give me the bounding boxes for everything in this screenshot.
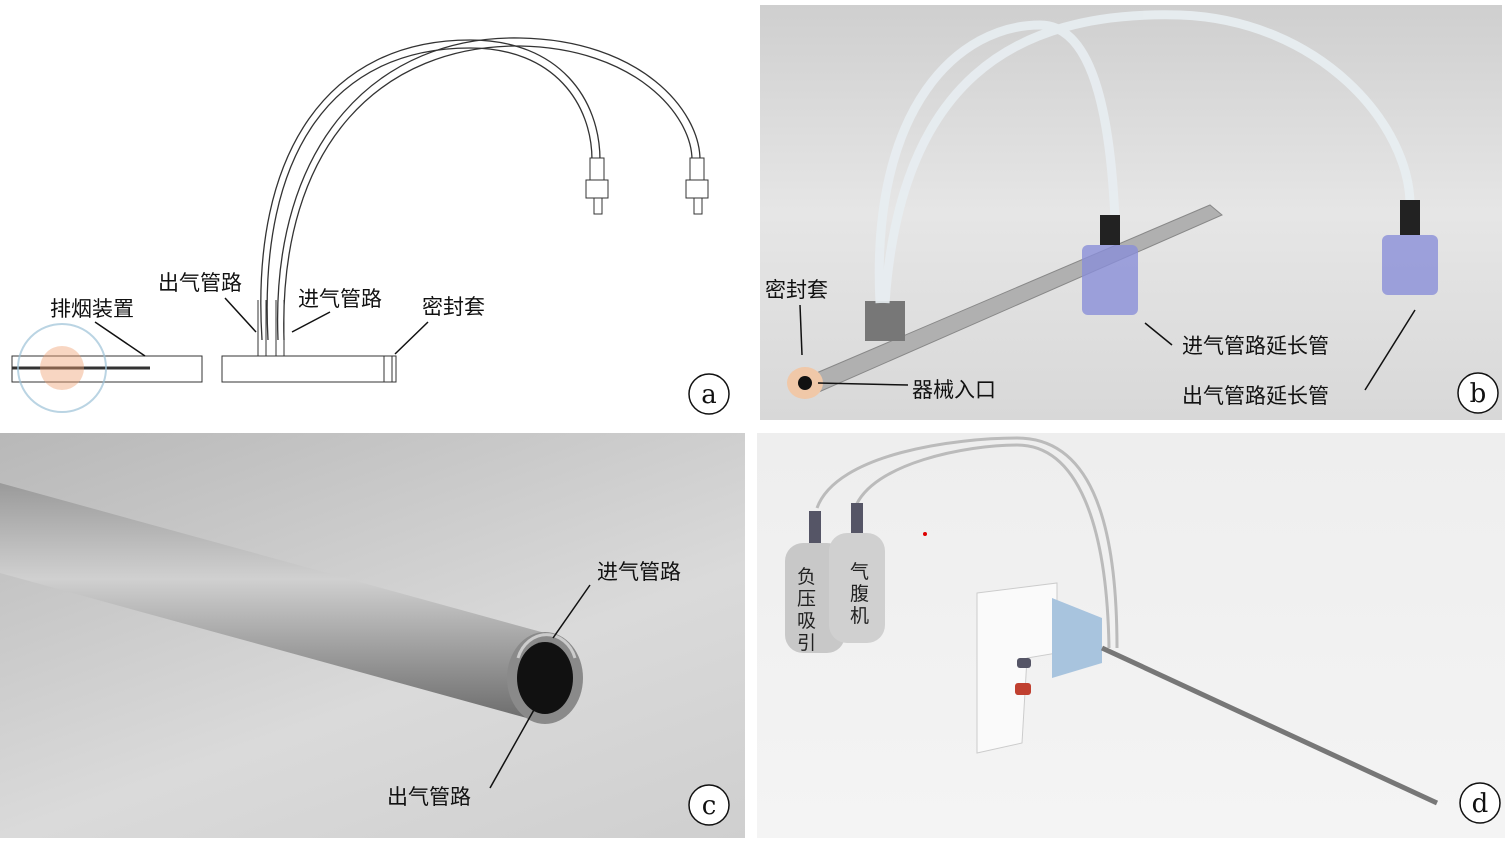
panel-letter-b: b [1470, 379, 1487, 409]
panel-letter-a: a [701, 380, 717, 410]
panel-c-render: 进气管路 出气管路 c [0, 483, 730, 826]
label-insufflator-2: 腹 [850, 583, 869, 605]
label-suction-4: 引 [797, 632, 816, 654]
tube-section [11, 300, 397, 383]
panel-b-render: 密封套 器械入口 进气管路延长管 出气管路延长管 b [765, 10, 1499, 414]
panel-letter-circle [688, 373, 730, 415]
label-inlet-extension: 进气管路延长管 [1182, 334, 1329, 358]
tube [0, 483, 545, 723]
extension-tubes [874, 10, 1415, 304]
panel-a: 排烟装置 出气管路 进气管路 密封套 a [0, 0, 745, 425]
button-upper [1017, 658, 1031, 668]
shaft [1100, 645, 1439, 806]
panel-b: 密封套 器械入口 进气管路延长管 出气管路延长管 b [760, 5, 1502, 420]
label-instrument-port: 器械入口 [912, 378, 996, 402]
panel-a-drawing: 排烟装置 出气管路 进气管路 密封套 a [11, 37, 730, 415]
label-suction-2: 压 [797, 588, 816, 610]
handle [976, 582, 1058, 754]
label-seal-sleeve: 密封套 [422, 295, 485, 319]
insufflator-canister [829, 533, 885, 643]
panel-c: 进气管路 出气管路 c [0, 433, 745, 838]
button-lower [1015, 683, 1031, 695]
outlet-port [865, 301, 905, 341]
label-suction-3: 吸 [797, 610, 816, 632]
instrument-port-opening [798, 376, 812, 390]
red-dot [923, 532, 927, 536]
label-suction-1: 负 [797, 566, 816, 588]
leader-lines [94, 297, 429, 357]
inlet-lumen [516, 633, 577, 659]
connector-icon [585, 157, 709, 215]
label-outlet-extension: 出气管路延长管 [1182, 384, 1329, 408]
tube [799, 204, 1223, 396]
label-insufflator-3: 机 [850, 605, 869, 627]
tubing-drawing [260, 37, 701, 341]
panel-d: 负 压 吸 引 气 腹 机 d [757, 433, 1505, 838]
connector-icon [851, 503, 863, 533]
panel-letter-d: d [1472, 789, 1489, 819]
cone [1052, 598, 1102, 678]
tubing [815, 436, 1119, 649]
panel-d-render: 负 压 吸 引 气 腹 机 d [785, 436, 1501, 824]
label-inlet-line: 进气管路 [597, 560, 681, 584]
panel-letter-circle [1459, 782, 1501, 824]
label-outlet-line: 出气管路 [158, 271, 242, 295]
outlet-lumen [517, 642, 573, 714]
label-smoke-device: 排烟装置 [50, 297, 134, 321]
watermark-logo [17, 323, 107, 413]
label-insufflator-1: 气 [850, 561, 869, 583]
label-inlet-line: 进气管路 [298, 287, 382, 311]
label-outlet-line: 出气管路 [387, 785, 471, 809]
leader-lines [489, 584, 591, 789]
leader-lines [799, 304, 1416, 391]
connector-icon [809, 511, 821, 543]
label-seal-sleeve: 密封套 [765, 278, 828, 302]
panel-letter-circle [1457, 372, 1499, 414]
connector-icon [1082, 200, 1438, 315]
panel-letter-circle [688, 784, 730, 826]
panel-letter-c: c [702, 791, 717, 821]
